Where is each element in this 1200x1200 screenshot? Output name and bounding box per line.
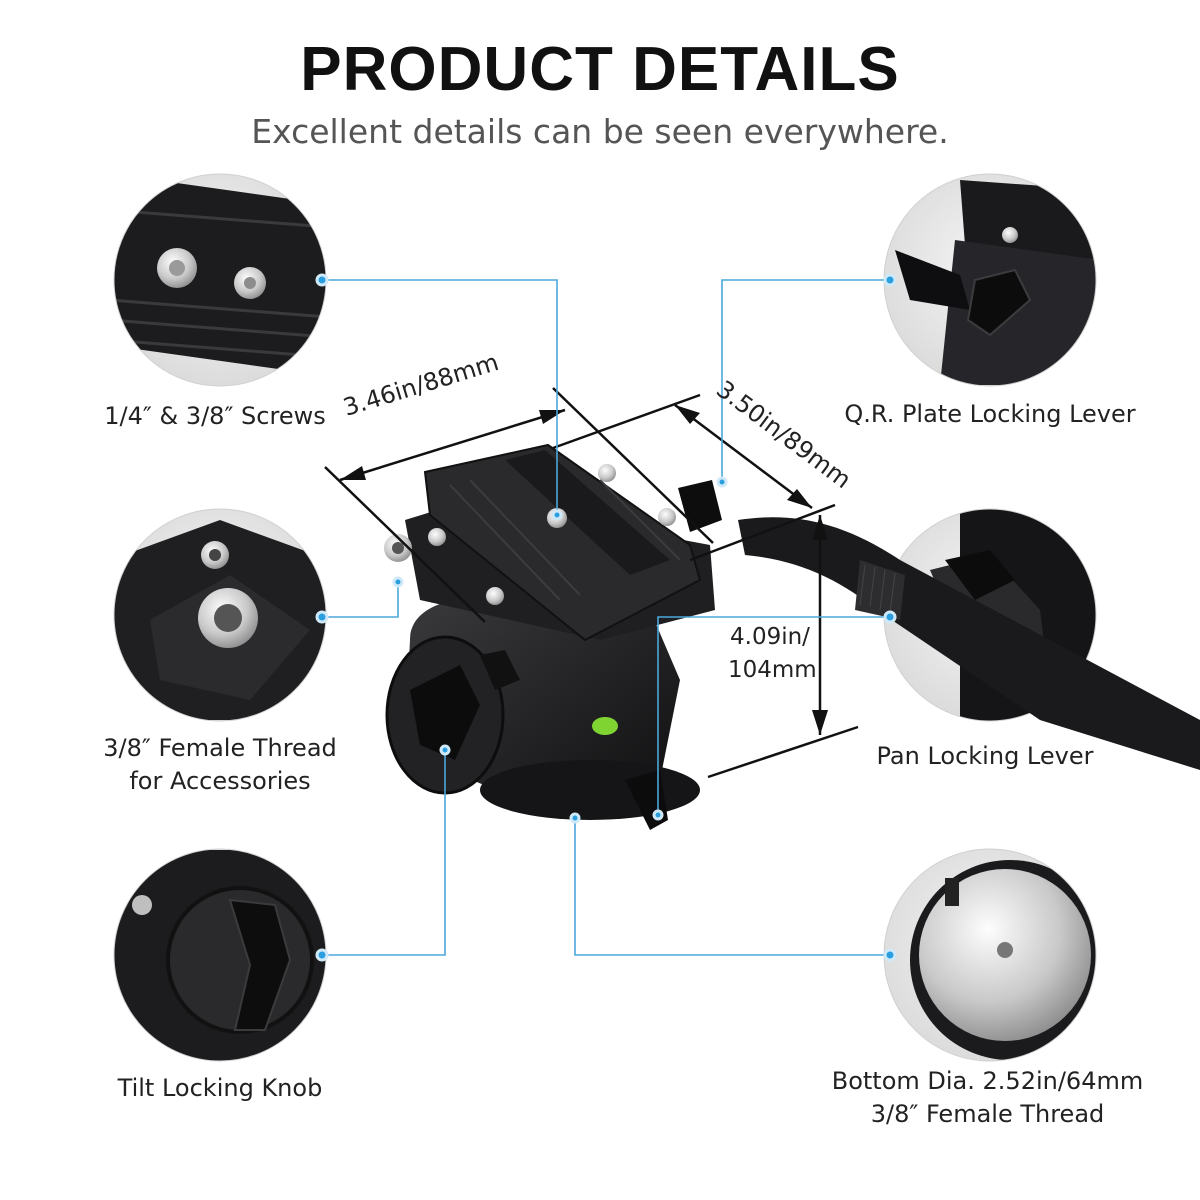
detail-circle-tilt-knob: [114, 849, 326, 1061]
detail-circle-qr-lever: [884, 174, 1096, 386]
label-qr-lever: Q.R. Plate Locking Lever: [844, 400, 1136, 428]
dimension-lines: [324, 387, 859, 779]
label-screws: 1/4″ & 3/8″ Screws: [104, 402, 326, 430]
callout-dots: [315, 273, 897, 962]
fluid-head-product: [384, 443, 1200, 830]
dimension-height-label-2: 104mm: [728, 657, 817, 683]
label-female-thread-2: for Accessories: [129, 767, 311, 795]
callout-connectors: [322, 279, 890, 956]
detail-circle-female-thread: [114, 509, 326, 721]
page-subtitle: Excellent details can be seen everywhere…: [251, 112, 949, 151]
page-title: PRODUCT DETAILS: [300, 35, 900, 104]
detail-circle-screws: [114, 174, 326, 386]
label-female-thread-1: 3/8″ Female Thread: [103, 734, 337, 762]
dimension-height-label-1: 4.09in/: [730, 624, 810, 650]
label-tilt-knob: Tilt Locking Knob: [117, 1074, 323, 1102]
label-bottom-1: Bottom Dia. 2.52in/64mm: [831, 1067, 1144, 1095]
label-pan-lever: Pan Locking Lever: [876, 742, 1094, 770]
label-bottom-2: 3/8″ Female Thread: [870, 1100, 1105, 1128]
detail-circle-bottom: [884, 849, 1096, 1061]
